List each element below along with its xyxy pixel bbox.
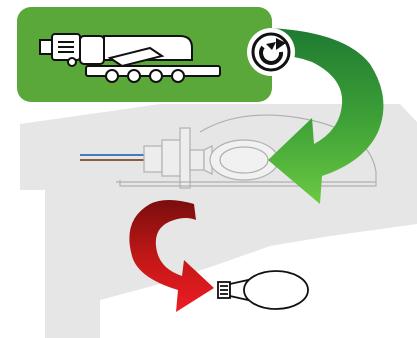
fixture-icon [39, 33, 221, 83]
install-arrow [129, 200, 214, 312]
rotation-step-panel [17, 7, 295, 102]
rotate-remove-arrow [268, 28, 384, 204]
rotate-clockwise-icon [247, 28, 295, 76]
new-lamp-icon [217, 270, 309, 310]
old-lamp-assembly [80, 114, 377, 189]
